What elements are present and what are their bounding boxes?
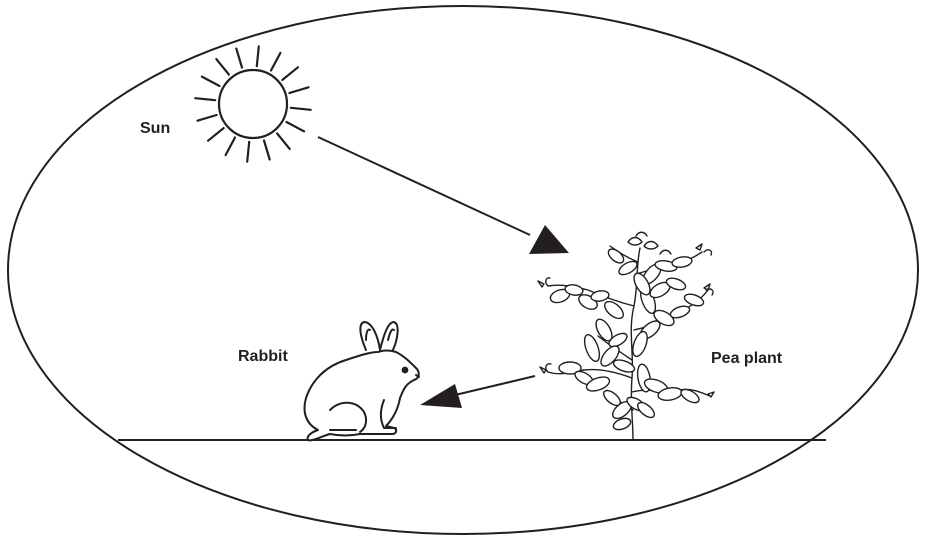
sun-ray [246,140,251,163]
sun-ray [285,120,306,133]
sun-ray [194,97,217,102]
pea-leaf [607,248,625,264]
sun-ray [276,132,291,150]
pea-leaf [590,290,610,302]
pea-leaf [558,361,582,375]
pea-plant-icon [537,231,715,441]
sun-label: Sun [140,120,171,137]
pea-leaf [633,272,651,296]
sun-ray [235,47,244,69]
energy-arrow-sun-to-plant [317,136,569,254]
pea-leaf [612,417,632,431]
sun-ray [255,45,260,68]
sun-ray [281,66,299,82]
pea-leaf [636,401,656,419]
sun-ray [196,113,218,122]
pea-leaf [564,284,584,296]
sun-ray [269,51,282,72]
pea-plant-label: Pea plant [711,350,783,367]
pea-leaf [632,330,648,358]
sun-ray [215,57,230,76]
pea-leaf [680,388,700,404]
pea-leaf [618,260,638,276]
sun-icon [194,45,312,163]
ecosystem-boundary [7,5,919,535]
pea-leaf [665,277,687,291]
sun-ray [207,127,225,142]
pea-leaf [683,293,705,307]
pea-leaf [604,300,624,320]
rabbit-label: Rabbit [238,348,288,365]
pea-leaf [669,305,691,319]
sun-ray [262,139,271,161]
pea-leaf [600,345,620,367]
energy-arrow-plant-to-rabbit [420,375,536,408]
pea-leaf [608,332,628,348]
sun-ray [224,136,237,157]
rabbit-icon [303,321,420,442]
pea-leaf [585,376,611,392]
sun-ray [200,75,221,88]
pea-leaf [612,359,636,373]
pea-leaf [583,333,601,363]
pea-leaf [671,256,693,268]
sun-ray [288,86,310,95]
sun-ray [289,106,312,111]
